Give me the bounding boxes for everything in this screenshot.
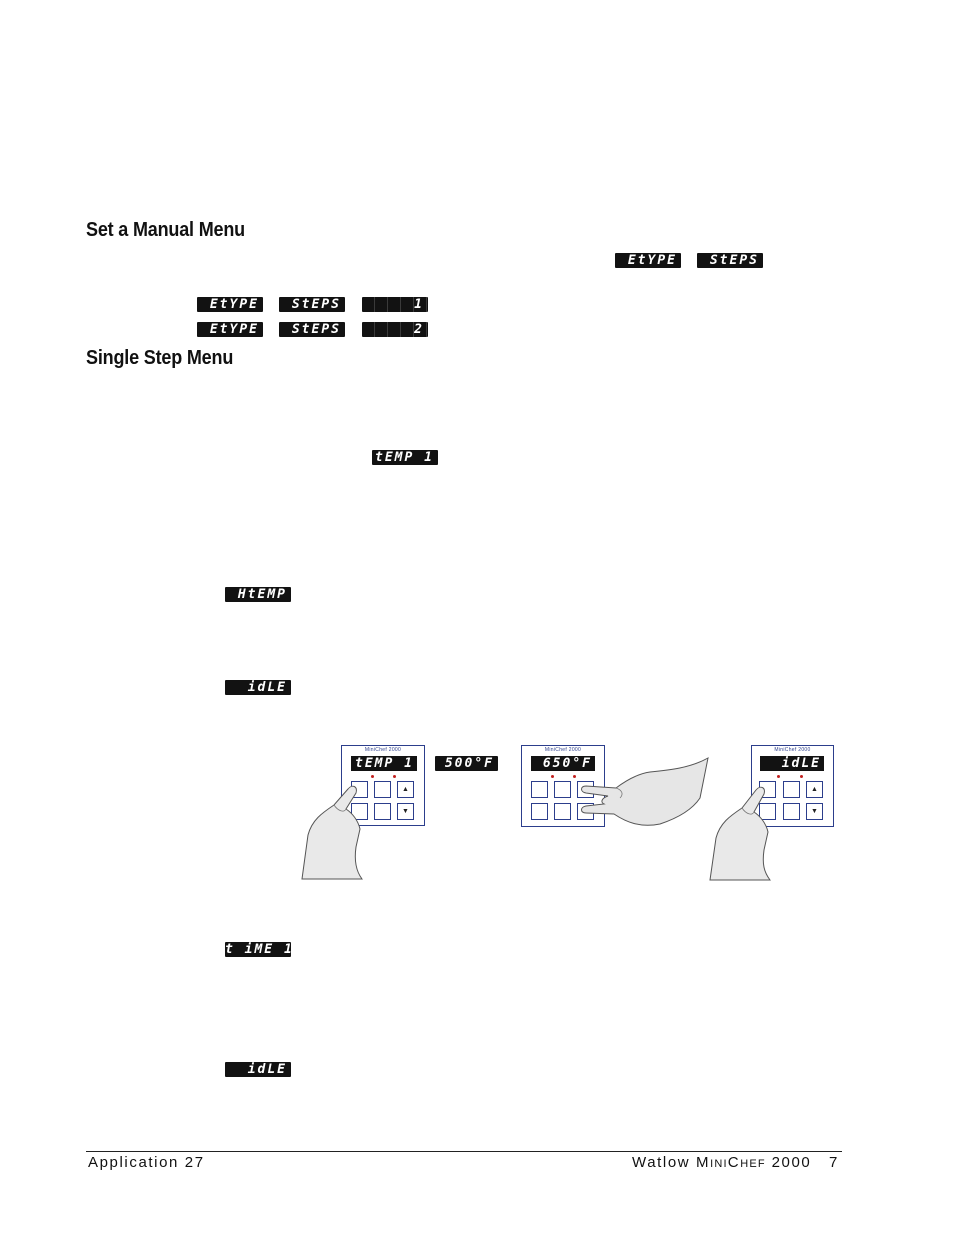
key-button[interactable] (374, 803, 391, 820)
display-etype: EtYPE (197, 297, 263, 312)
footer-brand: Watlow (632, 1154, 691, 1171)
key-button[interactable] (374, 781, 391, 798)
hand-pressing-icon (301, 785, 363, 880)
status-led (371, 775, 374, 778)
footer-model: 2000 (771, 1154, 812, 1171)
key-button[interactable] (554, 781, 571, 798)
key-button[interactable] (531, 803, 548, 820)
key-button[interactable] (783, 781, 800, 798)
display-temp1: tEMP 1 (372, 450, 438, 465)
footer-mini-initial: M (696, 1154, 711, 1171)
display-idle: idLE (225, 680, 291, 695)
footer-title: Watlow MINICHEF 2000 (632, 1154, 811, 1171)
controller-panel: MiniChef 2000 tEMP 1 ▲ ▼ (341, 745, 425, 826)
key-button[interactable] (351, 803, 368, 820)
display-value-one: 1 (362, 297, 428, 312)
status-led (573, 775, 576, 778)
footer-chef-rest: HEF (740, 1158, 766, 1170)
footer-chef-initial: C (727, 1154, 741, 1171)
down-arrow-key[interactable]: ▼ (806, 803, 823, 820)
panel-brand: MiniChef 2000 (364, 747, 402, 753)
key-button[interactable] (783, 803, 800, 820)
controller-panel: MiniChef 2000 idLE ▲ ▼ (751, 745, 834, 827)
key-button[interactable] (531, 781, 548, 798)
display-htemp: HtEMP (225, 587, 291, 602)
footer-mini-rest: INI (710, 1158, 728, 1170)
panel-display: 650°F (531, 756, 595, 771)
heading-set-manual-menu: Set a Manual Menu (86, 219, 245, 241)
display-idle: idLE (225, 1062, 291, 1077)
display-etype: EtYPE (615, 253, 681, 268)
display-value-two: 2 (362, 322, 428, 337)
down-arrow-key[interactable]: ▼ (397, 803, 414, 820)
footer-application: Application 27 (88, 1154, 205, 1171)
display-steps: StEPS (279, 297, 345, 312)
footer-rule (86, 1151, 842, 1152)
panel-brand: MiniChef 2000 (544, 747, 582, 753)
key-button[interactable] (759, 803, 776, 820)
display-steps: StEPS (279, 322, 345, 337)
panel-display: tEMP 1 (351, 756, 417, 771)
display-etype: EtYPE (197, 322, 263, 337)
display-time1: t iME 1 (225, 942, 291, 957)
up-arrow-key[interactable]: ▲ (806, 781, 823, 798)
hand-pressing-icon (581, 757, 709, 826)
page-number: 7 (829, 1154, 839, 1171)
key-button[interactable] (554, 803, 571, 820)
status-led (777, 775, 780, 778)
status-led (800, 775, 803, 778)
hand-pressing-icon (709, 786, 771, 881)
up-arrow-key[interactable]: ▲ (397, 781, 414, 798)
panel-display: idLE (760, 756, 824, 771)
display-steps: StEPS (697, 253, 763, 268)
status-led (393, 775, 396, 778)
display-500f: 500°F (435, 756, 498, 771)
heading-single-step-menu: Single Step Menu (86, 347, 234, 369)
status-led (551, 775, 554, 778)
panel-brand: MiniChef 2000 (774, 747, 811, 753)
